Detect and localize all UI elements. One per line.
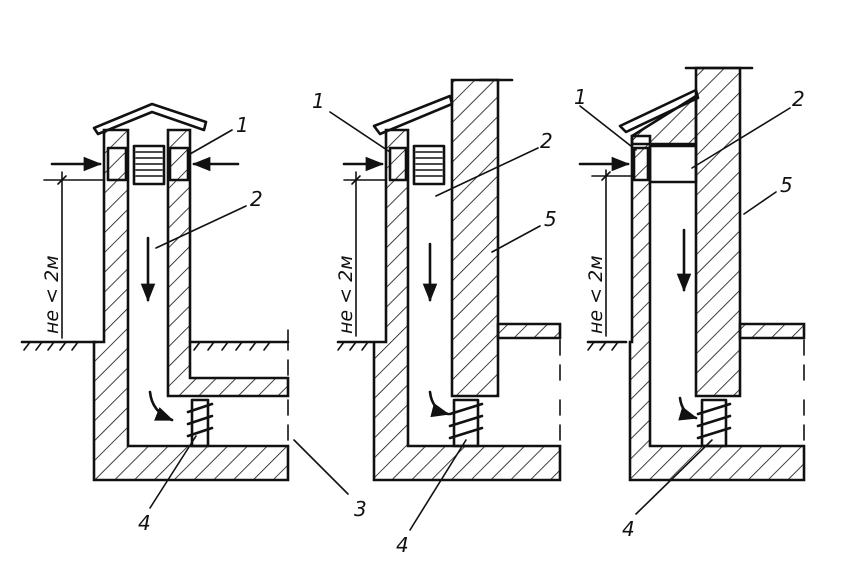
label-vent-a: 1 bbox=[236, 113, 249, 137]
label-vent-c: 1 bbox=[574, 85, 587, 109]
height-dimension-b: не < 2м bbox=[335, 171, 387, 337]
ground-line-a bbox=[20, 340, 290, 351]
floor-slab-b bbox=[496, 322, 562, 340]
main-wall-c bbox=[694, 66, 742, 398]
airflow-turn-arrow-a bbox=[148, 390, 174, 422]
height-label-a: не < 2м bbox=[41, 255, 63, 334]
label-channel-b: 2 bbox=[540, 129, 553, 153]
roof-cap-a bbox=[92, 102, 208, 136]
label-damper-c: 4 bbox=[622, 517, 635, 541]
shaft-outer-wall-b bbox=[372, 128, 562, 482]
label-channel-c: 2 bbox=[792, 87, 805, 111]
vent-opening-c bbox=[632, 144, 698, 184]
scheme-c: не < 2м 1 2 5 4 bbox=[574, 66, 806, 541]
label-wall-b: 5 bbox=[544, 207, 557, 231]
damper-c bbox=[696, 398, 732, 448]
scheme-b: не < 2м 1 2 5 4 bbox=[312, 78, 562, 557]
ground-line-b bbox=[336, 340, 374, 351]
height-dimension-c: не < 2м bbox=[585, 169, 635, 337]
vent-grille-a bbox=[106, 144, 190, 186]
label-damper-b: 4 bbox=[396, 533, 409, 557]
height-label-b: не < 2м bbox=[335, 255, 357, 334]
scheme-a: не < 2м 1 2 4 3 bbox=[20, 102, 367, 535]
label-vent-b: 1 bbox=[312, 89, 325, 113]
height-dimension-a: не < 2м bbox=[41, 171, 105, 339]
label-basement: 3 bbox=[354, 497, 367, 521]
main-wall-b bbox=[450, 78, 500, 398]
damper-b bbox=[448, 398, 484, 448]
height-label-c: не < 2м bbox=[585, 255, 607, 334]
ground-line-c bbox=[586, 340, 628, 351]
label-wall-c: 5 bbox=[780, 173, 793, 197]
label-damper-a: 4 bbox=[138, 511, 151, 535]
vent-grille-b bbox=[388, 144, 446, 186]
roof-cap-b bbox=[372, 94, 454, 136]
label-channel-a: 2 bbox=[250, 187, 263, 211]
shaft-outer-wall-a bbox=[92, 128, 290, 482]
airflow-turn-arrow-b bbox=[428, 390, 450, 418]
airflow-turn-arrow-c bbox=[678, 396, 698, 421]
damper-a bbox=[186, 398, 214, 448]
roof-cap-c bbox=[618, 88, 700, 134]
floor-slab-c bbox=[738, 322, 806, 340]
shaft-inner-wall-a bbox=[166, 128, 290, 398]
